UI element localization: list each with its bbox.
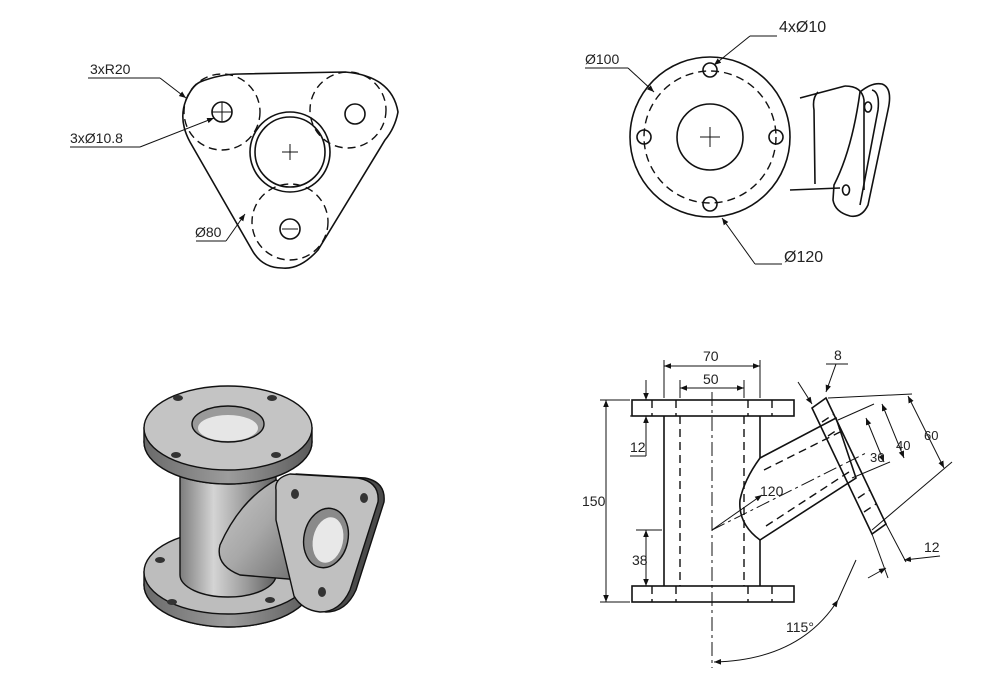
- leader-bc: [225, 213, 246, 242]
- label-holes: 4xØ10: [779, 19, 826, 36]
- round-flange-bore: [676, 103, 744, 171]
- round-flange-center: [700, 127, 720, 147]
- front-view: 70 50 150 12 38 120 8 36 40 60: [582, 347, 953, 668]
- round-hole-right: [768, 129, 784, 145]
- dim-arc-115: [713, 599, 839, 665]
- ext-60-top: [827, 393, 913, 399]
- fv-branch-pipe: [759, 416, 857, 541]
- iso-bottom-hole-1: [167, 599, 177, 605]
- fv-branch-centerline: [711, 451, 869, 531]
- dim-line-12b-a: [867, 567, 887, 579]
- side-view: 4xØ10 Ø100 Ø120: [585, 19, 891, 266]
- iso-top-hole-4: [271, 452, 281, 458]
- dim-60: 60: [924, 428, 938, 443]
- round-flange-outer: [629, 56, 791, 218]
- dim-36: 36: [870, 450, 884, 465]
- iso-branch-bore-inner: [312, 517, 344, 563]
- top-view: 3xR20 3xØ10.8 Ø80: [70, 61, 399, 269]
- branch-bottom-edge: [789, 187, 841, 191]
- bore-inner: [254, 116, 326, 188]
- round-hole-bottom: [702, 196, 718, 212]
- bolt-hole-3: [279, 218, 301, 240]
- dim-line-36: [865, 417, 885, 463]
- fv-bottom-flange: [631, 585, 795, 603]
- ext-60-bottom: [871, 461, 953, 531]
- dim-line-40: [881, 403, 905, 459]
- fv-top-flange-holes: [651, 400, 773, 416]
- iso-top-hole-3: [171, 452, 181, 458]
- label-fillet-radius: 3xR20: [90, 61, 131, 77]
- bolt-circle-dashed: [183, 71, 387, 261]
- ext-115: [837, 559, 857, 601]
- dim-40: 40: [896, 438, 910, 453]
- isometric-view: [143, 385, 385, 628]
- bore-outer: [249, 111, 331, 193]
- leader-fillet: [159, 77, 187, 99]
- fv-branch-flange: [810, 396, 888, 536]
- leader-bc-side: [627, 67, 655, 93]
- dim-8: 8: [834, 347, 842, 363]
- dim-50: 50: [703, 371, 719, 387]
- dim-12-flange: 12: [630, 439, 646, 455]
- round-hole-left: [636, 129, 652, 145]
- label-flange-diameter: Ø120: [784, 249, 823, 266]
- round-hole-top: [702, 62, 718, 78]
- dim-120: 120: [760, 483, 784, 499]
- dim-line-120: [711, 494, 763, 531]
- fv-branch-intersection: [739, 457, 761, 541]
- dim-12-branch: 12: [924, 539, 940, 555]
- dim-150: 150: [582, 493, 606, 509]
- dim-38: 38: [632, 552, 648, 568]
- iso-bottom-hole-3: [155, 557, 165, 563]
- dim-line-12b-b: [903, 555, 941, 563]
- iso-top-hole-1: [173, 395, 183, 401]
- bolt-hole-1-center: [212, 102, 232, 122]
- iso-branch-hole-3: [318, 587, 326, 597]
- dim-115: 115°: [786, 619, 814, 635]
- iso-bottom-hole-2: [265, 597, 275, 603]
- ext-12b-b: [885, 523, 907, 563]
- bolt-hole-2: [344, 103, 366, 125]
- label-hole-diameter: 3xØ10.8: [70, 130, 123, 146]
- ext-bore-bottom: [851, 461, 891, 479]
- dim-8-arrow-a: [797, 381, 813, 405]
- round-flange-bolt-circle: [643, 70, 777, 204]
- fv-branch-flange-holes: [821, 413, 877, 513]
- fv-bottom-flange-holes: [651, 586, 773, 602]
- dim-line-60: [907, 395, 945, 469]
- label-bolt-circle: Ø80: [195, 224, 222, 240]
- side-branch-flange: [832, 82, 891, 218]
- leader-hole: [139, 117, 215, 148]
- fv-branch-bore: [763, 431, 853, 527]
- side-branch-hole-2: [841, 184, 851, 196]
- dim-8-arrow-b: [825, 363, 837, 393]
- iso-top-hole-2: [267, 395, 277, 401]
- iso-branch-hole-1: [291, 489, 299, 499]
- leader-flange-diameter: [721, 217, 756, 265]
- fv-top-flange: [631, 399, 795, 417]
- side-branch-hole-1: [863, 101, 873, 113]
- branch-top-edge: [799, 85, 846, 99]
- bore-center-mark: [282, 144, 298, 160]
- iso-branch-hole-2: [360, 493, 368, 503]
- leader-holes: [713, 35, 751, 66]
- ext-bore-top: [837, 403, 875, 421]
- branch-pipe-right: [844, 85, 865, 190]
- label-side-bolt-circle: Ø100: [585, 51, 619, 67]
- side-branch-flange-rim: [859, 89, 880, 206]
- iso-top-bore-inner: [198, 415, 258, 441]
- dim-70: 70: [703, 348, 719, 364]
- branch-pipe-left: [812, 91, 819, 185]
